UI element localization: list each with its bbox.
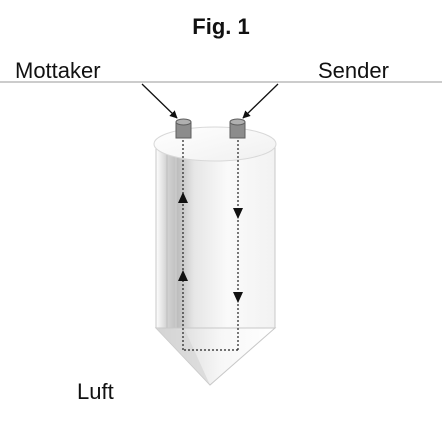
transmitter-leader-arrow [242, 83, 279, 119]
transmitter-label: Sender [318, 58, 389, 83]
down-arrow-icon [233, 208, 243, 219]
down-arrow-icon [233, 292, 243, 303]
medium-label: Luft [77, 379, 114, 404]
probe-body [153, 126, 277, 386]
receiver-label: Mottaker [15, 58, 101, 83]
signal-path [182, 140, 239, 351]
receiver-leader-arrow [141, 83, 178, 119]
figure-title: Fig. 1 [192, 14, 250, 39]
transmitter-sensor-icon [229, 118, 246, 139]
up-arrow-icon [178, 270, 188, 281]
up-arrow-icon [178, 192, 188, 203]
receiver-sensor-icon [175, 118, 192, 139]
